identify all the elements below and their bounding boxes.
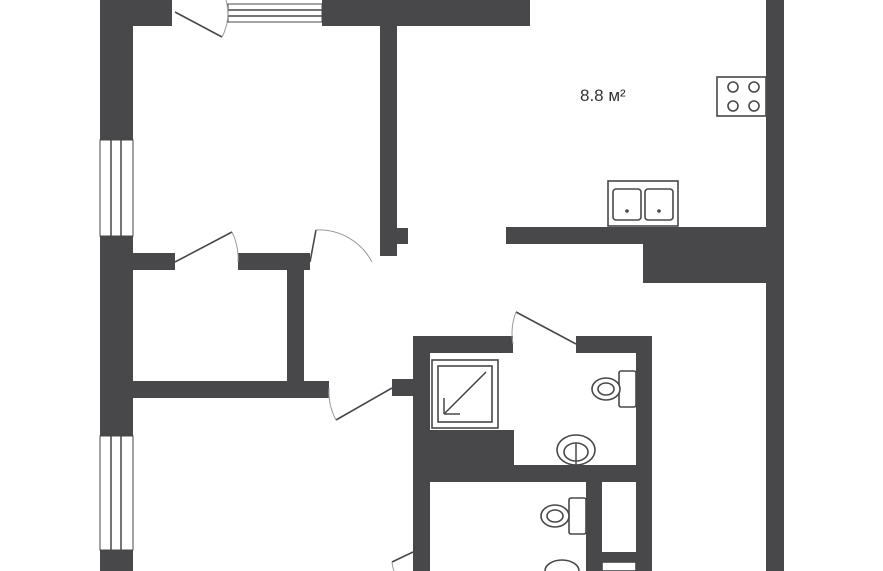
door-bathroom xyxy=(511,311,577,345)
closet-right-wall xyxy=(287,253,304,383)
bedroom-corridor-wall xyxy=(380,26,397,256)
toilet-icon-lower xyxy=(540,497,587,535)
right-exterior-wall xyxy=(766,0,784,571)
fixture-lower-right xyxy=(601,561,637,571)
left-window-upper xyxy=(99,139,134,237)
kitchen-counter-marks xyxy=(579,227,634,236)
bath-left-wall xyxy=(413,336,430,571)
closet-bottom-wall xyxy=(133,381,329,398)
doors xyxy=(174,0,577,571)
bath-top-wall-left xyxy=(413,336,513,353)
walls xyxy=(100,0,784,571)
top-wall-left xyxy=(100,0,172,26)
toilet-right-wall xyxy=(586,465,602,571)
windows xyxy=(99,3,323,551)
left-window-lower xyxy=(99,435,134,551)
door-closet-left xyxy=(174,231,239,263)
kitchen-corner-block xyxy=(643,227,773,283)
bath-top-wall-right xyxy=(576,336,652,353)
stove-icon xyxy=(716,76,767,117)
shower-icon xyxy=(431,359,499,429)
bath-left-stub xyxy=(392,379,430,396)
door-top-left xyxy=(174,0,229,38)
bath-right-wall xyxy=(636,336,652,571)
kitchen-sink-icon xyxy=(607,180,679,227)
toilet-icon xyxy=(591,370,637,408)
door-bottom xyxy=(391,551,414,571)
bedroom-wall-stub xyxy=(380,228,408,244)
door-corridor-lower xyxy=(328,387,393,421)
kitchen-area-label: 8.8 м² xyxy=(580,86,626,105)
bathroom-sink-icon-lower xyxy=(544,559,580,571)
top-window xyxy=(227,3,323,23)
door-bedroom-right xyxy=(309,229,373,263)
bath-middle-wall xyxy=(430,465,652,482)
top-wall-right xyxy=(322,0,530,26)
closet-top-wall-left xyxy=(133,253,175,270)
bathroom-sink-icon xyxy=(556,434,596,466)
